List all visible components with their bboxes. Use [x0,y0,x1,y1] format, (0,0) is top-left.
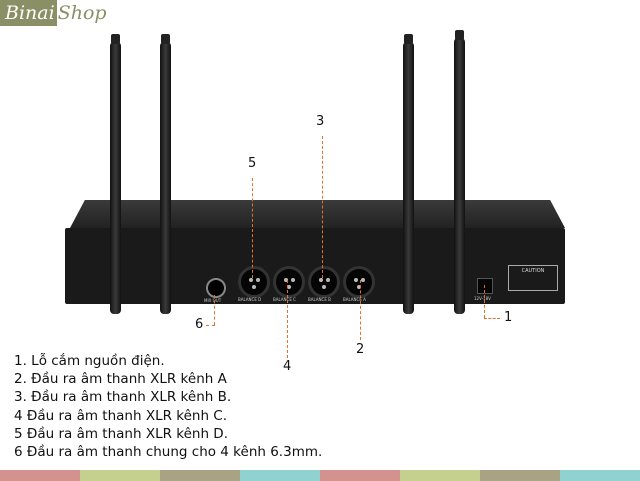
label-balance-d: BALANCE D [238,297,262,302]
power-jack [477,278,493,294]
list-item: 3. Đầu ra âm thanh XLR kênh B. [14,389,232,406]
label-mix-out: MIX OUT [204,298,222,303]
label-balance-c: BALANCE C [273,297,296,302]
list-item: 1. Lỗ cắm nguồn điện. [14,353,165,369]
list-item: 5 Đầu ra âm thanh XLR kênh D. [14,425,228,442]
footer-color-stripe [400,470,480,481]
label-power: 12V-18V [474,296,491,301]
callout-1: 1 [504,310,513,325]
antenna-tip [111,34,120,44]
feature-list: 1. Lỗ cắm nguồn điện. 2. Đầu ra âm thanh… [14,352,322,461]
callout-2: 2 [356,342,365,357]
antenna-tip [161,34,170,44]
footer-color-stripe [560,470,640,481]
antenna-3 [403,42,414,314]
callout-line-3 [322,136,323,278]
receiver-top [70,200,565,228]
label-balance-b: BALANCE B [308,297,331,302]
footer-color-stripe [320,470,400,481]
callout-4: 4 [283,359,292,374]
callout-6: 6 [195,317,204,332]
xlr-c [273,266,305,298]
callout-line-4 [287,280,288,358]
logo-part2: Shop [57,2,107,24]
label-balance-a: BALANCE A [343,297,366,302]
list-item: 4 Đầu ra âm thanh XLR kênh C. [14,407,228,424]
antenna-tip [404,34,413,44]
callout-5: 5 [248,156,257,171]
callout-line-6h [206,325,215,326]
footer-color-stripe [480,470,560,481]
xlr-d [238,266,270,298]
caution-text: CAUTION [521,268,545,274]
footer-color-stripe [0,470,80,481]
xlr-a [343,266,375,298]
logo-part1: Binai [0,0,57,26]
callout-line-2 [360,280,361,340]
caution-label: CAUTION [508,265,558,291]
footer-color-stripe [160,470,240,481]
callout-line-6 [214,295,215,325]
xlr-b [308,266,340,298]
mix-out-jack [206,278,226,298]
footer-color-stripe [240,470,320,481]
antenna-2 [160,42,171,314]
list-item: 2. Đầu ra âm thanh XLR kênh A [14,371,227,388]
antenna-1 [110,42,121,314]
callout-line-5 [252,178,253,278]
footer-color-stripe [80,470,160,481]
callout-line-1 [484,285,485,318]
callout-line-1h [484,318,500,319]
list-item: 6 Đầu ra âm thanh chung cho 4 kênh 6.3mm… [14,444,323,461]
callout-3: 3 [316,114,325,129]
antenna-4 [454,38,465,314]
antenna-tip [455,30,464,40]
